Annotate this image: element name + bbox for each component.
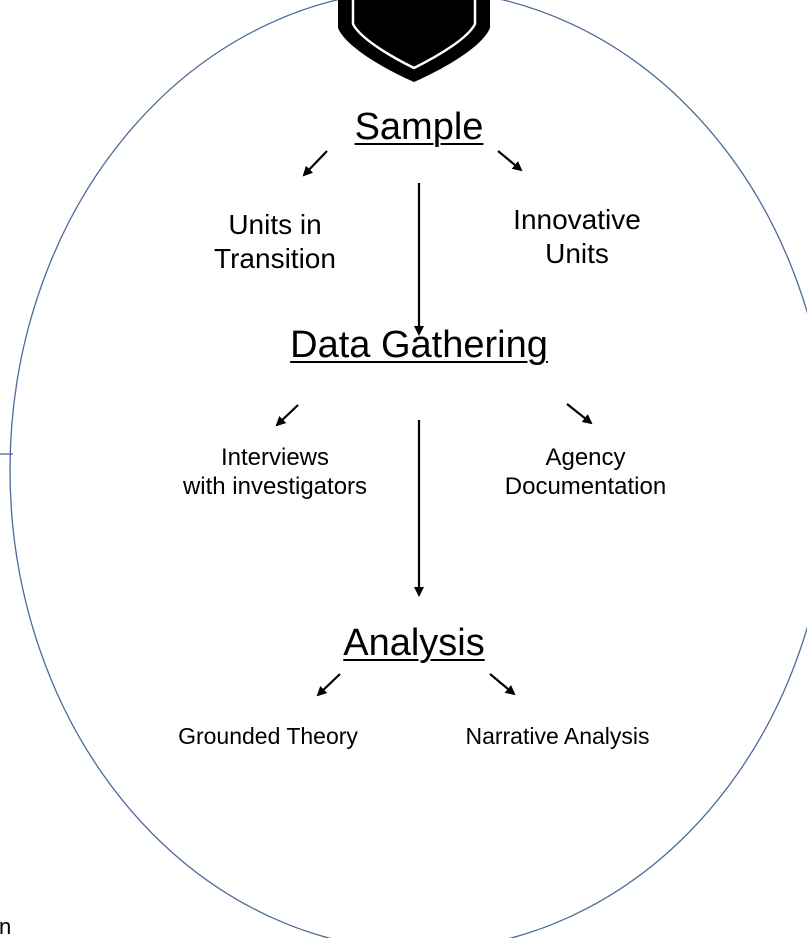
stage-heading-analysis: Analysis bbox=[343, 622, 485, 664]
arrow-sample-right bbox=[497, 150, 523, 172]
branch-line: Agency bbox=[545, 444, 626, 471]
shield-icon bbox=[338, 0, 490, 82]
outline-ellipse bbox=[9, 0, 807, 938]
branch-label-interviews: Interviews with investigators bbox=[140, 443, 410, 502]
branch-line: Documentation bbox=[504, 473, 667, 501]
branch-label-innovative-units: Innovative Units bbox=[472, 203, 682, 271]
arrow-sample-left bbox=[302, 150, 328, 177]
branch-line: Transition bbox=[214, 243, 336, 275]
arrow-data-left bbox=[275, 404, 299, 427]
arrow-analysis-right bbox=[489, 673, 516, 696]
clipped-edge-text: n bbox=[0, 914, 12, 939]
stage-heading-sample: Sample bbox=[354, 106, 484, 148]
branch-line: with investigators bbox=[182, 473, 368, 501]
branch-line: Innovative bbox=[513, 204, 641, 235]
arrow-data-right bbox=[566, 403, 593, 425]
branch-line: Units in bbox=[228, 209, 322, 240]
stage-heading-data-gathering: Data Gathering bbox=[290, 324, 548, 366]
branch-label-grounded-theory: Grounded Theory bbox=[178, 723, 358, 749]
branch-label-agency-documentation: Agency Documentation bbox=[463, 443, 708, 502]
branch-label-units-in-transition: Units in Transition bbox=[170, 208, 380, 276]
branch-line: Interviews bbox=[220, 444, 330, 471]
branch-line: Units bbox=[545, 238, 609, 270]
arrow-analysis-left bbox=[316, 673, 341, 697]
branch-label-narrative-analysis: Narrative Analysis bbox=[465, 723, 650, 749]
